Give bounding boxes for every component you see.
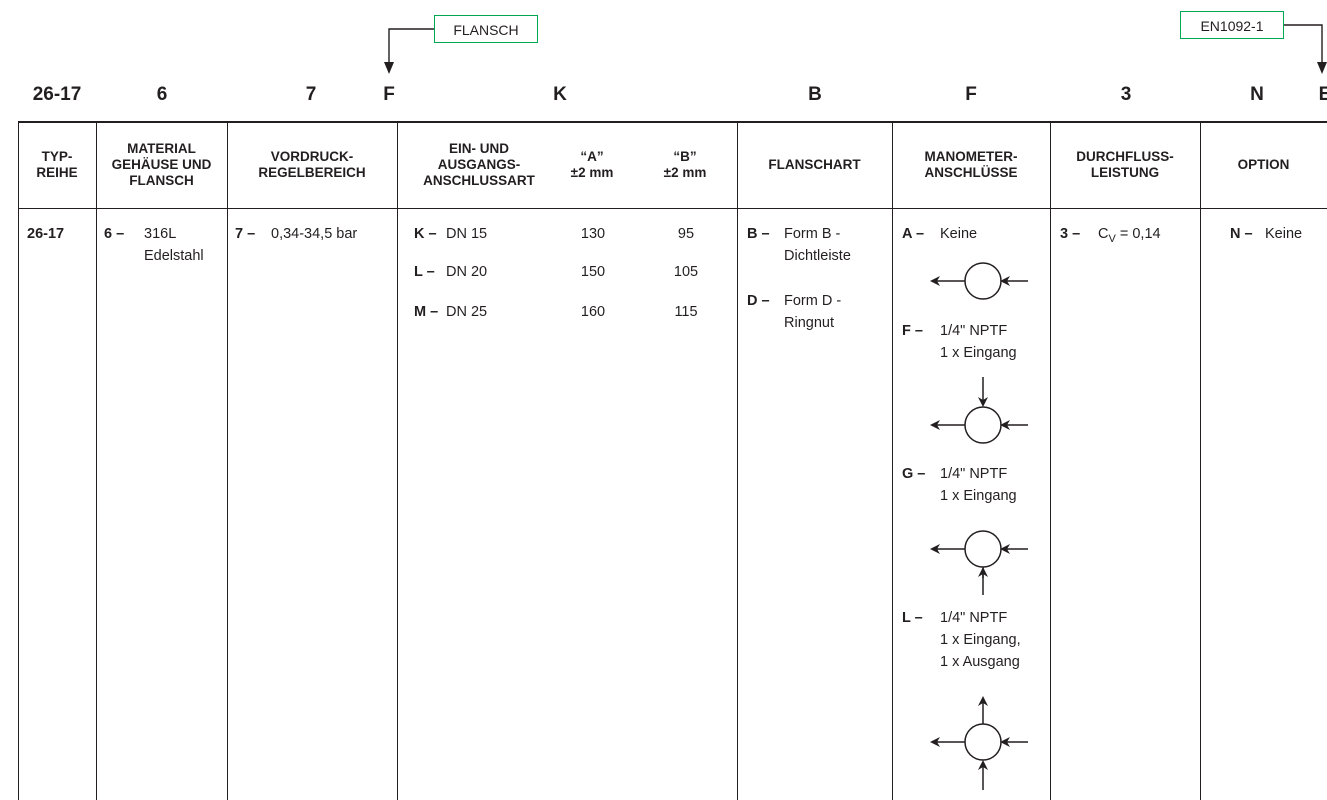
material-code: 6 – (104, 226, 125, 242)
material-line1: 316L (144, 226, 177, 242)
gauge-diagram-inlet-outlet-icon (930, 696, 1028, 790)
flanschart-code: D – (747, 293, 770, 309)
col-border-6 (1050, 121, 1051, 800)
connection-label: DN 25 (446, 304, 488, 320)
flanschart-line2: Dichtleiste (784, 248, 851, 264)
durchfluss-code: 3 – (1060, 226, 1081, 242)
option-code: N – (1230, 226, 1253, 242)
gauge-diagram-inlet-bottom-icon (930, 530, 1028, 595)
cv-subscript: V (1108, 232, 1116, 245)
header-durchfluss: DURCHFLUSS- LEISTUNG (1076, 149, 1174, 180)
flanschart-line1: Form D - (784, 293, 842, 309)
connection-code: K – (414, 226, 437, 242)
manometer-line: 1 x Eingang (940, 488, 1017, 504)
code-anschluss: K (553, 84, 567, 105)
code-en1092: E (1318, 84, 1327, 105)
gauge-diagram-none-icon (930, 262, 1028, 300)
callout-leaders (384, 24, 1327, 74)
flanschart-line2: Ringnut (784, 315, 834, 331)
manometer-code: F – (902, 323, 923, 339)
manometer-line: 1 x Eingang, (940, 632, 1021, 648)
connection-label: DN 15 (446, 226, 488, 242)
connection-a: 130 (580, 226, 606, 242)
manometer-line: 1 x Eingang (940, 345, 1017, 361)
durchfluss-value: CV = 0,14 (1098, 223, 1161, 250)
header-typ: TYP- REIHE (36, 149, 78, 180)
col-border-5 (892, 121, 893, 800)
vordruck-value: 0,34-34,5 bar (271, 226, 358, 242)
header-manometer: MANOMETER- ANSCHLÜSSE (924, 149, 1018, 180)
header-a: “A”±2 mm (570, 149, 614, 180)
manometer-line: 1 x Ausgang (940, 654, 1020, 670)
manometer-line: 1/4" NPTF (940, 466, 1008, 482)
code-vordruck: 7 (305, 84, 317, 105)
connection-a: 160 (580, 304, 606, 320)
material-line2: Edelstahl (144, 248, 204, 264)
vordruck-code: 7 – (235, 226, 256, 242)
code-durchfluss: 3 (1120, 84, 1132, 105)
flansch-callout: FLANSCH (434, 15, 538, 43)
manometer-line: Keine (940, 226, 978, 242)
flanschart-code: B – (747, 226, 770, 242)
code-material: 6 (156, 84, 168, 105)
col-border-0 (18, 121, 19, 800)
code-flansch: F (383, 84, 395, 105)
cv-symbol: C (1098, 226, 1109, 242)
cv-value: = 0,14 (1115, 226, 1161, 242)
manometer-line: 1/4" NPTF (940, 610, 1008, 626)
col-border-1 (96, 121, 97, 800)
code-typ: 26-17 (32, 84, 82, 105)
flanschart-line1: Form B - (784, 226, 841, 242)
gauge-diagram-inlet-top-icon (930, 377, 1028, 444)
connection-b: 95 (677, 226, 695, 242)
manometer-line: 1/4" NPTF (940, 323, 1008, 339)
header-vordruck: VORDRUCK- REGELBEREICH (258, 149, 366, 180)
header-option: OPTION (1237, 157, 1290, 172)
header-material: MATERIAL GEHÄUSE UND FLANSCH (111, 141, 212, 188)
manometer-code: L – (902, 610, 923, 626)
option-value: Keine (1265, 226, 1303, 242)
col-border-4 (737, 121, 738, 800)
col-border-7 (1200, 121, 1201, 800)
manometer-code: G – (902, 466, 926, 482)
table-top-border (18, 121, 1327, 123)
code-flanschart: B (808, 84, 822, 105)
header-anschluss: EIN- UND AUSGANGS- ANSCHLUSSART (423, 141, 535, 188)
manometer-code: A – (902, 226, 925, 242)
en1092-callout: EN1092-1 (1180, 11, 1284, 39)
connection-label: DN 20 (446, 264, 488, 280)
connection-code: L – (414, 264, 435, 280)
connection-code: M – (414, 304, 439, 320)
col-border-2 (227, 121, 228, 800)
cell-typ: 26-17 (27, 226, 65, 242)
code-manometer: F (965, 84, 977, 105)
header-bottom-border (18, 208, 1327, 209)
header-b: “B”±2 mm (663, 149, 707, 180)
connection-a: 150 (580, 264, 606, 280)
connection-b: 115 (674, 304, 698, 320)
gauge-port-diagrams (930, 262, 1028, 790)
code-option: N (1250, 84, 1264, 105)
connection-b: 105 (673, 264, 699, 280)
header-flanschart: FLANSCHART (768, 157, 861, 172)
col-border-3 (397, 121, 398, 800)
